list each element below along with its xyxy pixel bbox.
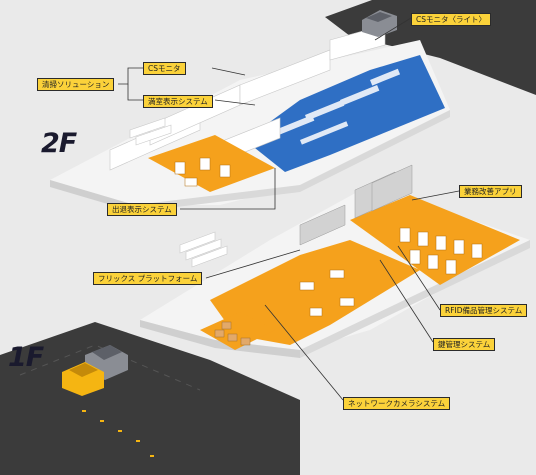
lower-parking-road (0, 322, 300, 475)
label-cs-monitor: CSモニタ (143, 62, 186, 75)
label-exit-display: 出退表示システム (107, 203, 177, 216)
label-occupancy-display: 満室表示システム (143, 95, 213, 108)
network-camera-area (210, 240, 420, 345)
office-area-blue (245, 55, 445, 172)
floor-label-1f: 1F (8, 342, 44, 373)
label-cs-monitor-lite: CSモニタ〈ライト〉 (411, 13, 491, 26)
label-flix-platform: フリックス プラットフォーム (93, 272, 203, 285)
exit-display-area (148, 135, 275, 192)
label-key-management: 鍵管理システム (433, 338, 496, 351)
label-cleaning-solution: 清掃ソリューション (37, 78, 115, 91)
storage-area (200, 312, 275, 350)
business-app-area (350, 195, 520, 285)
car-top (362, 10, 397, 37)
road-marks (82, 410, 154, 457)
label-rfid-system: RFID備品管理システム (440, 304, 528, 317)
label-business-app: 業務改善アプリ (459, 185, 522, 198)
label-network-camera: ネットワークカメラシステム (343, 397, 451, 410)
floor-label-2f: 2F (41, 128, 77, 159)
car-yellow (62, 362, 104, 396)
